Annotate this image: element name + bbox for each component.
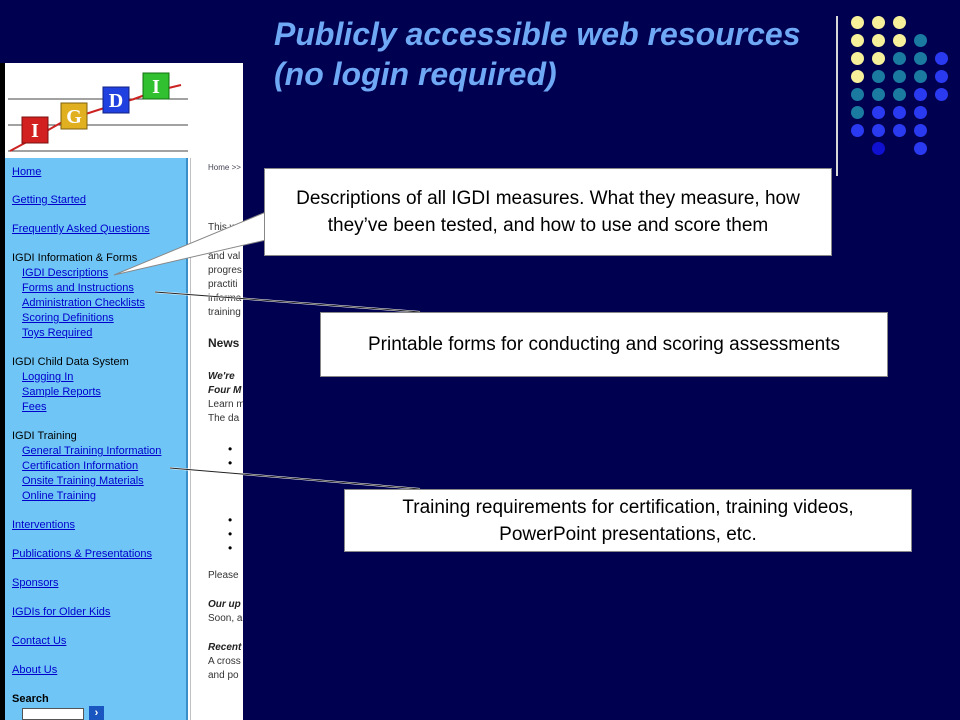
- nav-home-link[interactable]: Home: [12, 166, 42, 178]
- decorative-dot: [851, 106, 864, 119]
- content-text-line: The da: [208, 413, 240, 424]
- content-text-line: We're: [208, 371, 235, 382]
- nav-forms-instructions-link[interactable]: Forms and Instructions: [22, 282, 134, 294]
- content-text-line: Learn m: [208, 399, 243, 410]
- nav-general-training-link[interactable]: General Training Information: [22, 445, 162, 457]
- nav-scoring-definitions-link[interactable]: Scoring Definitions: [22, 312, 114, 324]
- content-text-line: practiti: [208, 279, 238, 290]
- content-text-line: Please: [208, 570, 239, 581]
- igdi-logo: I G D I: [8, 72, 188, 152]
- nav-getting-started-link[interactable]: Getting Started: [12, 194, 86, 206]
- content-text-line: training: [208, 307, 241, 318]
- decorative-dot: [872, 52, 885, 65]
- logo-letter-2: G: [66, 106, 82, 128]
- bullet-point: •: [228, 513, 233, 527]
- nav-sponsors-link[interactable]: Sponsors: [12, 577, 59, 589]
- igdi-website-screenshot: I G D I Home Getting Started Frequently …: [0, 63, 243, 720]
- decorative-dot: [872, 124, 885, 137]
- content-text-line: Our up: [208, 599, 241, 610]
- nav-search-input[interactable]: [22, 708, 84, 720]
- callout-training: Training requirements for certification,…: [344, 489, 912, 552]
- decorative-dot: [893, 106, 906, 119]
- content-text-line: and po: [208, 670, 239, 681]
- content-text-line: Four M: [208, 385, 242, 396]
- nav-certification-link[interactable]: Certification Information: [22, 460, 139, 472]
- nav-older-kids-link[interactable]: IGDIs for Older Kids: [12, 606, 111, 618]
- breadcrumb[interactable]: Home >>: [208, 163, 241, 172]
- decorative-dot: [914, 52, 927, 65]
- content-text-line: Soon, a: [208, 613, 243, 624]
- content-text-line: progres: [208, 265, 242, 276]
- decorative-dot: [851, 34, 864, 47]
- nav-about-link[interactable]: About Us: [12, 664, 58, 676]
- decorative-dot: [893, 70, 906, 83]
- decorative-dot: [935, 70, 948, 83]
- decorative-dot: [872, 142, 885, 155]
- nav-interventions-link[interactable]: Interventions: [12, 519, 75, 531]
- nav-child-data-heading: IGDI Child Data System: [12, 356, 129, 368]
- decorative-dot: [914, 34, 927, 47]
- news-heading: News: [208, 336, 240, 350]
- bullet-point: •: [228, 442, 233, 456]
- bullet-point: •: [228, 456, 233, 470]
- decorative-dot: [914, 70, 927, 83]
- content-text-line: and val: [208, 251, 241, 262]
- title-divider: [836, 16, 838, 176]
- logo-letter-1: I: [31, 120, 39, 142]
- decorative-dot: [872, 88, 885, 101]
- decorative-dot: [851, 70, 864, 83]
- content-text-line: informa: [208, 293, 242, 304]
- nav-info-forms-heading: IGDI Information & Forms: [12, 252, 138, 264]
- bullet-point: •: [228, 541, 233, 555]
- decorative-dot: [935, 88, 948, 101]
- callout-descriptions: Descriptions of all IGDI measures. What …: [264, 168, 832, 256]
- decorative-dot: [872, 106, 885, 119]
- slide-title: Publicly accessible web resources (no lo…: [274, 16, 801, 92]
- nav-online-training-link[interactable]: Online Training: [22, 490, 96, 502]
- website-sidebar-nav: Home Getting Started Frequently Asked Qu…: [5, 158, 188, 720]
- decorative-dot: [914, 106, 927, 119]
- callout-forms: Printable forms for conducting and scori…: [320, 312, 888, 377]
- decorative-dot: [851, 124, 864, 137]
- website-content-column: Home >> This w and val progres practiti …: [190, 158, 243, 720]
- left-edge-strip: [0, 63, 5, 720]
- nav-toys-required-link[interactable]: Toys Required: [22, 327, 93, 339]
- logo-letter-4: I: [152, 76, 160, 98]
- nav-training-heading: IGDI Training: [12, 430, 77, 442]
- decorative-dot: [872, 34, 885, 47]
- decorative-dot: [851, 88, 864, 101]
- decorative-dot: [851, 52, 864, 65]
- nav-logging-in-link[interactable]: Logging In: [22, 371, 74, 383]
- content-text-line: This w: [208, 222, 237, 233]
- decorative-dot: [914, 88, 927, 101]
- decorative-dot: [872, 70, 885, 83]
- nav-search-label: Search: [12, 693, 49, 705]
- decorative-dot: [893, 52, 906, 65]
- nav-onsite-materials-link[interactable]: Onsite Training Materials: [22, 475, 144, 487]
- nav-igdi-descriptions-link[interactable]: IGDI Descriptions: [22, 267, 109, 279]
- bullet-point: •: [228, 527, 233, 541]
- decorative-dot: [893, 34, 906, 47]
- nav-fees-link[interactable]: Fees: [22, 401, 47, 413]
- nav-search-button[interactable]: ›: [89, 706, 104, 720]
- nav-publications-link[interactable]: Publications & Presentations: [12, 548, 153, 560]
- decorative-dot: [914, 124, 927, 137]
- nav-sample-reports-link[interactable]: Sample Reports: [22, 386, 101, 398]
- nav-faq-link[interactable]: Frequently Asked Questions: [12, 223, 150, 235]
- decorative-dot: [893, 16, 906, 29]
- nav-contact-link[interactable]: Contact Us: [12, 635, 67, 647]
- nav-admin-checklists-link[interactable]: Administration Checklists: [22, 297, 145, 309]
- decorative-dot: [935, 52, 948, 65]
- decorative-dot: [914, 142, 927, 155]
- website-header: I G D I: [0, 63, 243, 158]
- decorative-dot: [893, 88, 906, 101]
- content-text-line: Recent: [208, 642, 242, 653]
- decorative-dot: [851, 16, 864, 29]
- decorative-dot: [872, 16, 885, 29]
- decorative-dot: [893, 124, 906, 137]
- content-text-line: A cross: [208, 656, 241, 667]
- logo-letter-3: D: [109, 90, 123, 112]
